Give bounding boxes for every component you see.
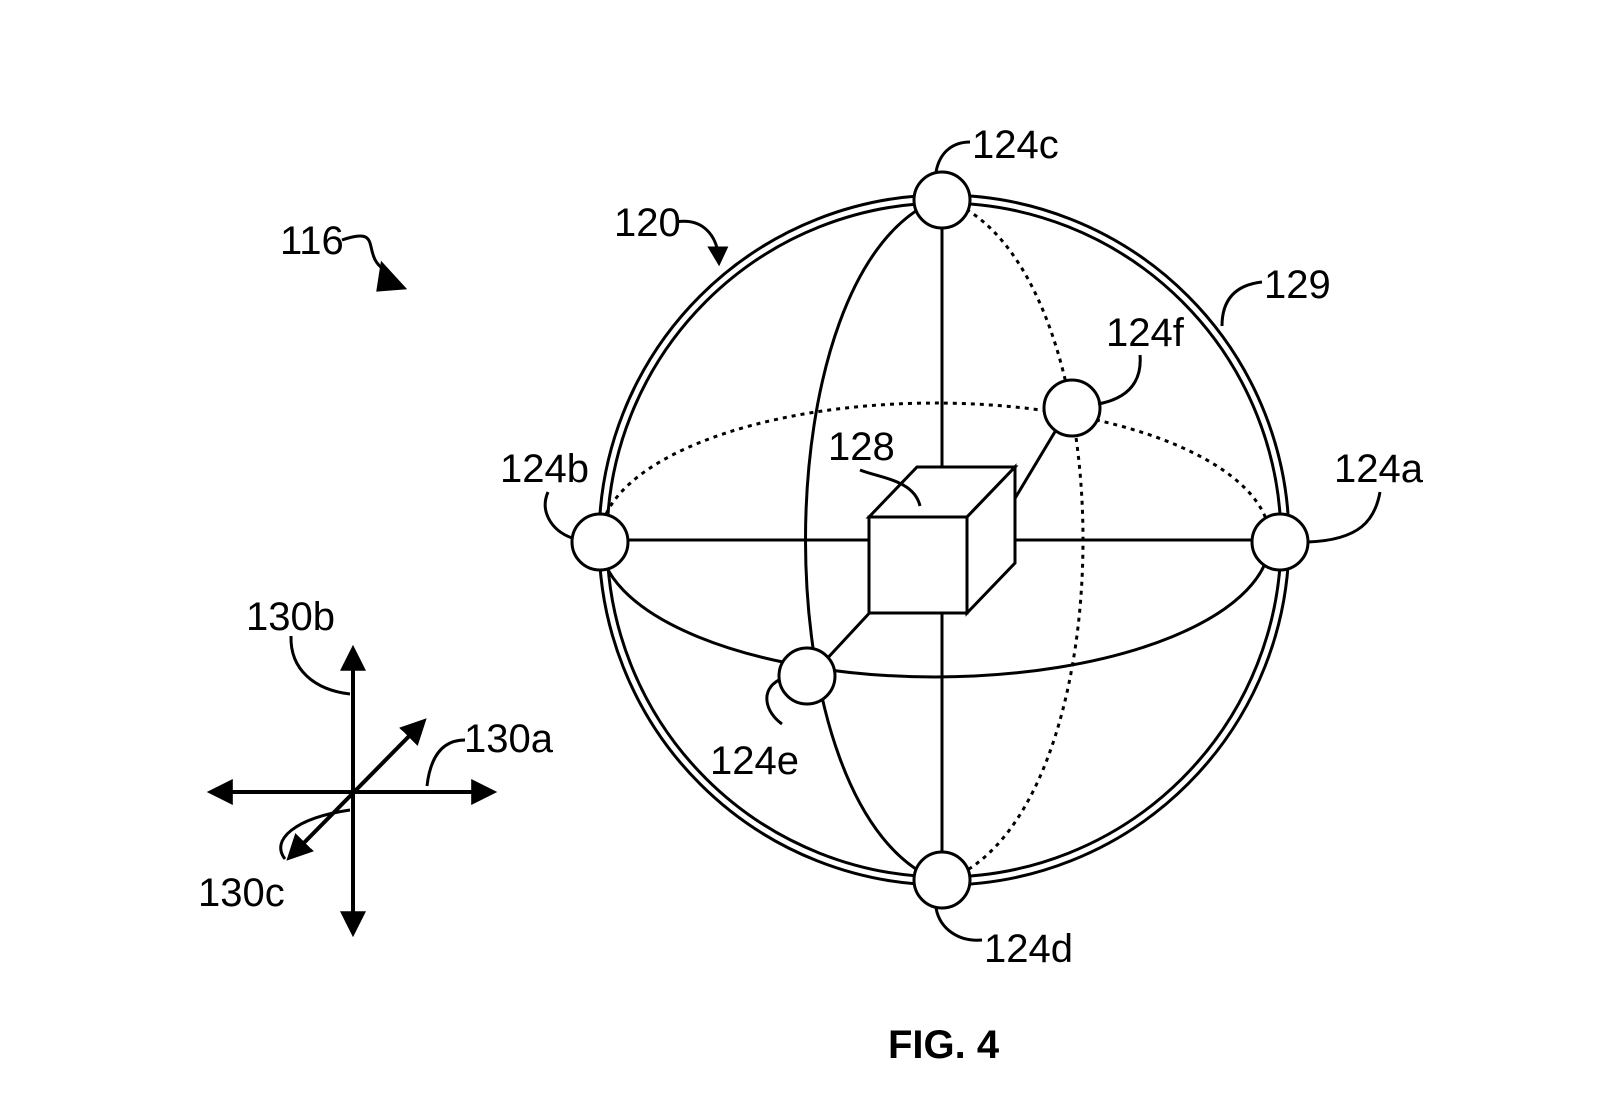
leader-124b	[543, 491, 573, 540]
leader-124a	[1307, 491, 1382, 544]
label-130a: 130a	[464, 717, 554, 761]
coordinate-axes	[206, 644, 498, 938]
equator-front	[598, 539, 1272, 679]
label-124a: 124a	[1334, 447, 1424, 491]
arrowhead-120	[707, 246, 729, 267]
label-124d: 124d	[984, 927, 1073, 971]
label-124b: 124b	[500, 447, 589, 491]
equator-back-dotted	[598, 401, 1272, 541]
leader-124f	[1097, 354, 1142, 406]
node-124b	[570, 512, 630, 572]
leader-129	[1220, 280, 1263, 327]
cube-128	[865, 463, 1019, 617]
label-130b: 130b	[246, 595, 335, 639]
label-128: 128	[828, 425, 895, 469]
label-120: 120	[614, 201, 681, 245]
leader-130a	[425, 738, 466, 787]
leader-128	[859, 468, 922, 507]
label-129: 129	[1264, 263, 1331, 307]
label-124c: 124c	[972, 123, 1059, 167]
leader-124c	[934, 140, 971, 173]
node-124d	[912, 850, 972, 910]
arrowhead-116	[376, 260, 408, 292]
label-124e: 124e	[710, 739, 799, 783]
leader-124d	[934, 907, 983, 942]
label-130c: 130c	[198, 871, 285, 915]
node-124e	[777, 646, 837, 706]
leader-116	[341, 234, 386, 272]
leader-130c	[279, 808, 351, 860]
axis-130c-line	[286, 718, 427, 861]
figure-caption: FIG. 4	[888, 1023, 1000, 1067]
leader-130b	[289, 635, 351, 696]
node-124c	[912, 170, 972, 230]
label-124f: 124f	[1106, 311, 1185, 355]
node-124f	[1042, 378, 1102, 438]
node-124a	[1250, 512, 1310, 572]
label-116: 116	[280, 219, 344, 263]
leader-124e	[765, 678, 783, 726]
